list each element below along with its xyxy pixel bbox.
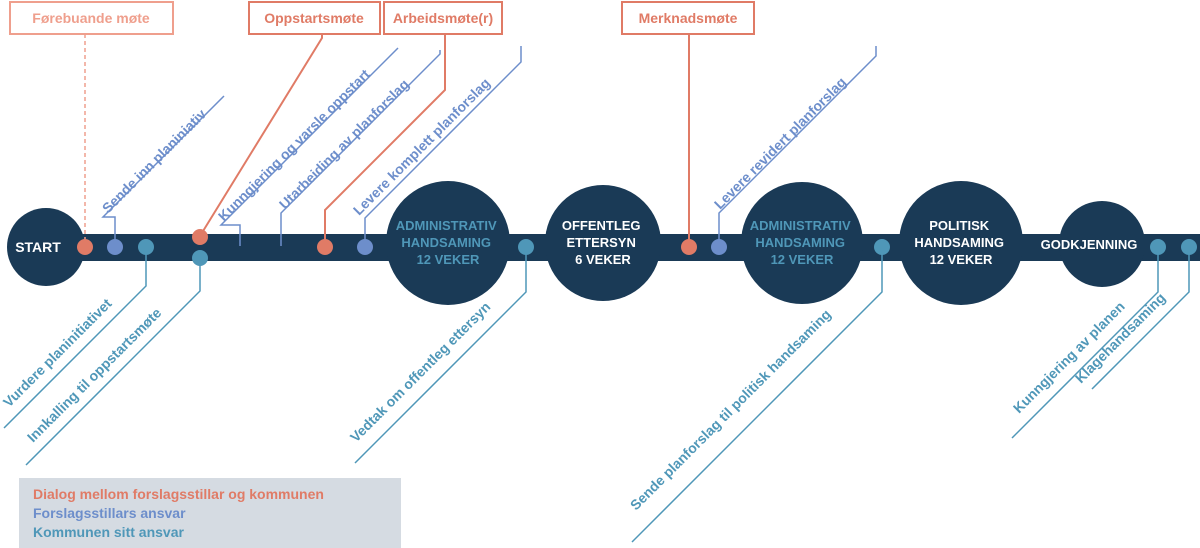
leaders-below [3,248,1190,543]
submit-initiative-label: Sende inn planiniativ [99,106,209,216]
public-inspection-circle [545,185,661,301]
dot-invite-startup [192,250,208,266]
complaints-leader [1091,248,1190,390]
approval-label: GODKJENNING [1041,237,1138,252]
dot-preparatory-meeting [77,239,93,255]
dot-announce-plan [1150,239,1166,255]
legend-municipality: Kommunen sitt ansvar [33,524,184,540]
admin-phase-2-label: ADMINISTRATIV HANDSAMING 12 VEKER [750,218,855,267]
announce-startup-leader [219,47,399,246]
submit-initiative-leader [101,95,225,246]
legend: Dialog mellom forslagsstillar og kommune… [19,478,401,548]
admin-phase-2-circle [741,182,863,304]
remarks-meeting-box [621,1,755,35]
announce-plan-leader [1011,248,1159,439]
deliver-revised-leader [718,46,877,246]
admin-phase-1-label: ADMINISTRATIV HANDSAMING 12 VEKER [396,218,501,267]
dot-submit-initiative [107,239,123,255]
dot-startup-meeting [192,229,208,245]
leaders-above [101,46,877,246]
preparatory-meeting-label: Førebuande møte [32,10,150,26]
approval-circle [1059,201,1145,287]
dot-public-decision [518,239,534,255]
political-phase-label: POLITISK HANDSAMING 12 VEKER [914,218,1007,267]
admin-phase-1-circle [386,181,510,305]
dot-send-political [874,239,890,255]
political-phase-circle [899,181,1023,305]
legend-proposer: Forslagsstillars ansvar [33,505,186,521]
send-political-leader [631,248,883,543]
timeline-dots [77,229,1197,266]
public-inspection-label: OFFENTLEG ETTERSYN 6 VEKER [562,218,644,267]
work-meeting-label: Arbeidsmøte(r) [393,10,493,26]
dot-assess-initiative [138,239,154,255]
dot-remarks-meeting [681,239,697,255]
public-decision-label: Vedtak om offentleg ettersyn [347,298,494,445]
work-meeting-box [383,1,503,35]
prepare-proposal-leader [280,50,441,246]
legend-dialog: Dialog mellom forslagsstillar og kommune… [33,486,324,502]
dot-deliver-complete [357,239,373,255]
work-meeting-connector [324,34,446,246]
dot-deliver-revised [711,239,727,255]
dot-complaints [1181,239,1197,255]
startup-meeting-label: Oppstartsmøte [264,10,364,26]
send-political-label: Sende planforslag til politisk handsamin… [627,306,834,513]
start-label: START [15,239,61,255]
remarks-meeting-label: Merknadsmøte [639,10,738,26]
startup-meeting-connector [199,34,323,237]
startup-meeting-box [248,1,381,35]
public-decision-leader [354,248,527,464]
preparatory-meeting-box [9,1,174,35]
assess-initiative-leader [3,248,147,429]
deliver-complete-leader [364,46,522,246]
invite-startup-leader [25,258,201,466]
start-circle [7,208,85,286]
dot-work-meeting [317,239,333,255]
